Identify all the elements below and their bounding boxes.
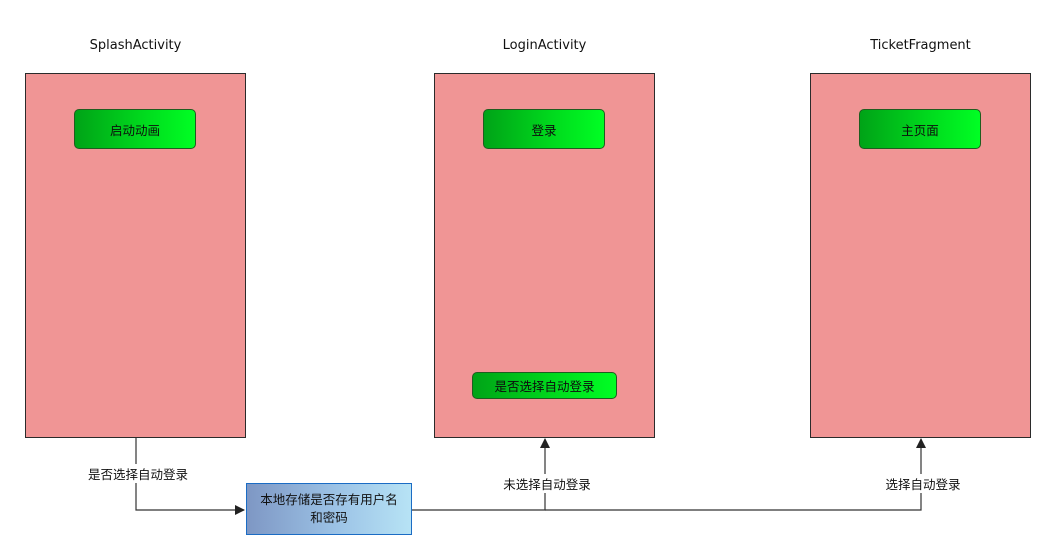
login-activity-screen: 登录 是否选择自动登录 xyxy=(434,73,655,438)
decision-text-line2: 和密码 xyxy=(310,510,348,525)
auto-login-option-box: 是否选择自动登录 xyxy=(472,372,617,399)
splash-animation-box: 启动动画 xyxy=(74,109,196,149)
edge-decision-to-ticket xyxy=(545,438,926,511)
login-box: 登录 xyxy=(483,109,605,149)
splash-activity-title: SplashActivity xyxy=(89,38,182,53)
ticket-fragment-title: TicketFragment xyxy=(870,38,971,53)
edge-label-splash: 是否选择自动登录 xyxy=(82,464,194,483)
edge-label-not-auto-login: 未选择自动登录 xyxy=(496,474,598,493)
local-credentials-check-box: 本地存储是否存有用户名 和密码 xyxy=(246,483,412,535)
ticket-fragment-screen: 主页面 xyxy=(810,73,1031,438)
edge-splash-to-decision xyxy=(135,437,245,515)
edge-label-auto-login: 选择自动登录 xyxy=(878,474,968,493)
splash-activity-screen: 启动动画 xyxy=(25,73,246,438)
login-activity-title: LoginActivity xyxy=(502,38,587,53)
home-page-box: 主页面 xyxy=(859,109,981,149)
decision-text-line1: 本地存储是否存有用户名 xyxy=(260,492,398,507)
